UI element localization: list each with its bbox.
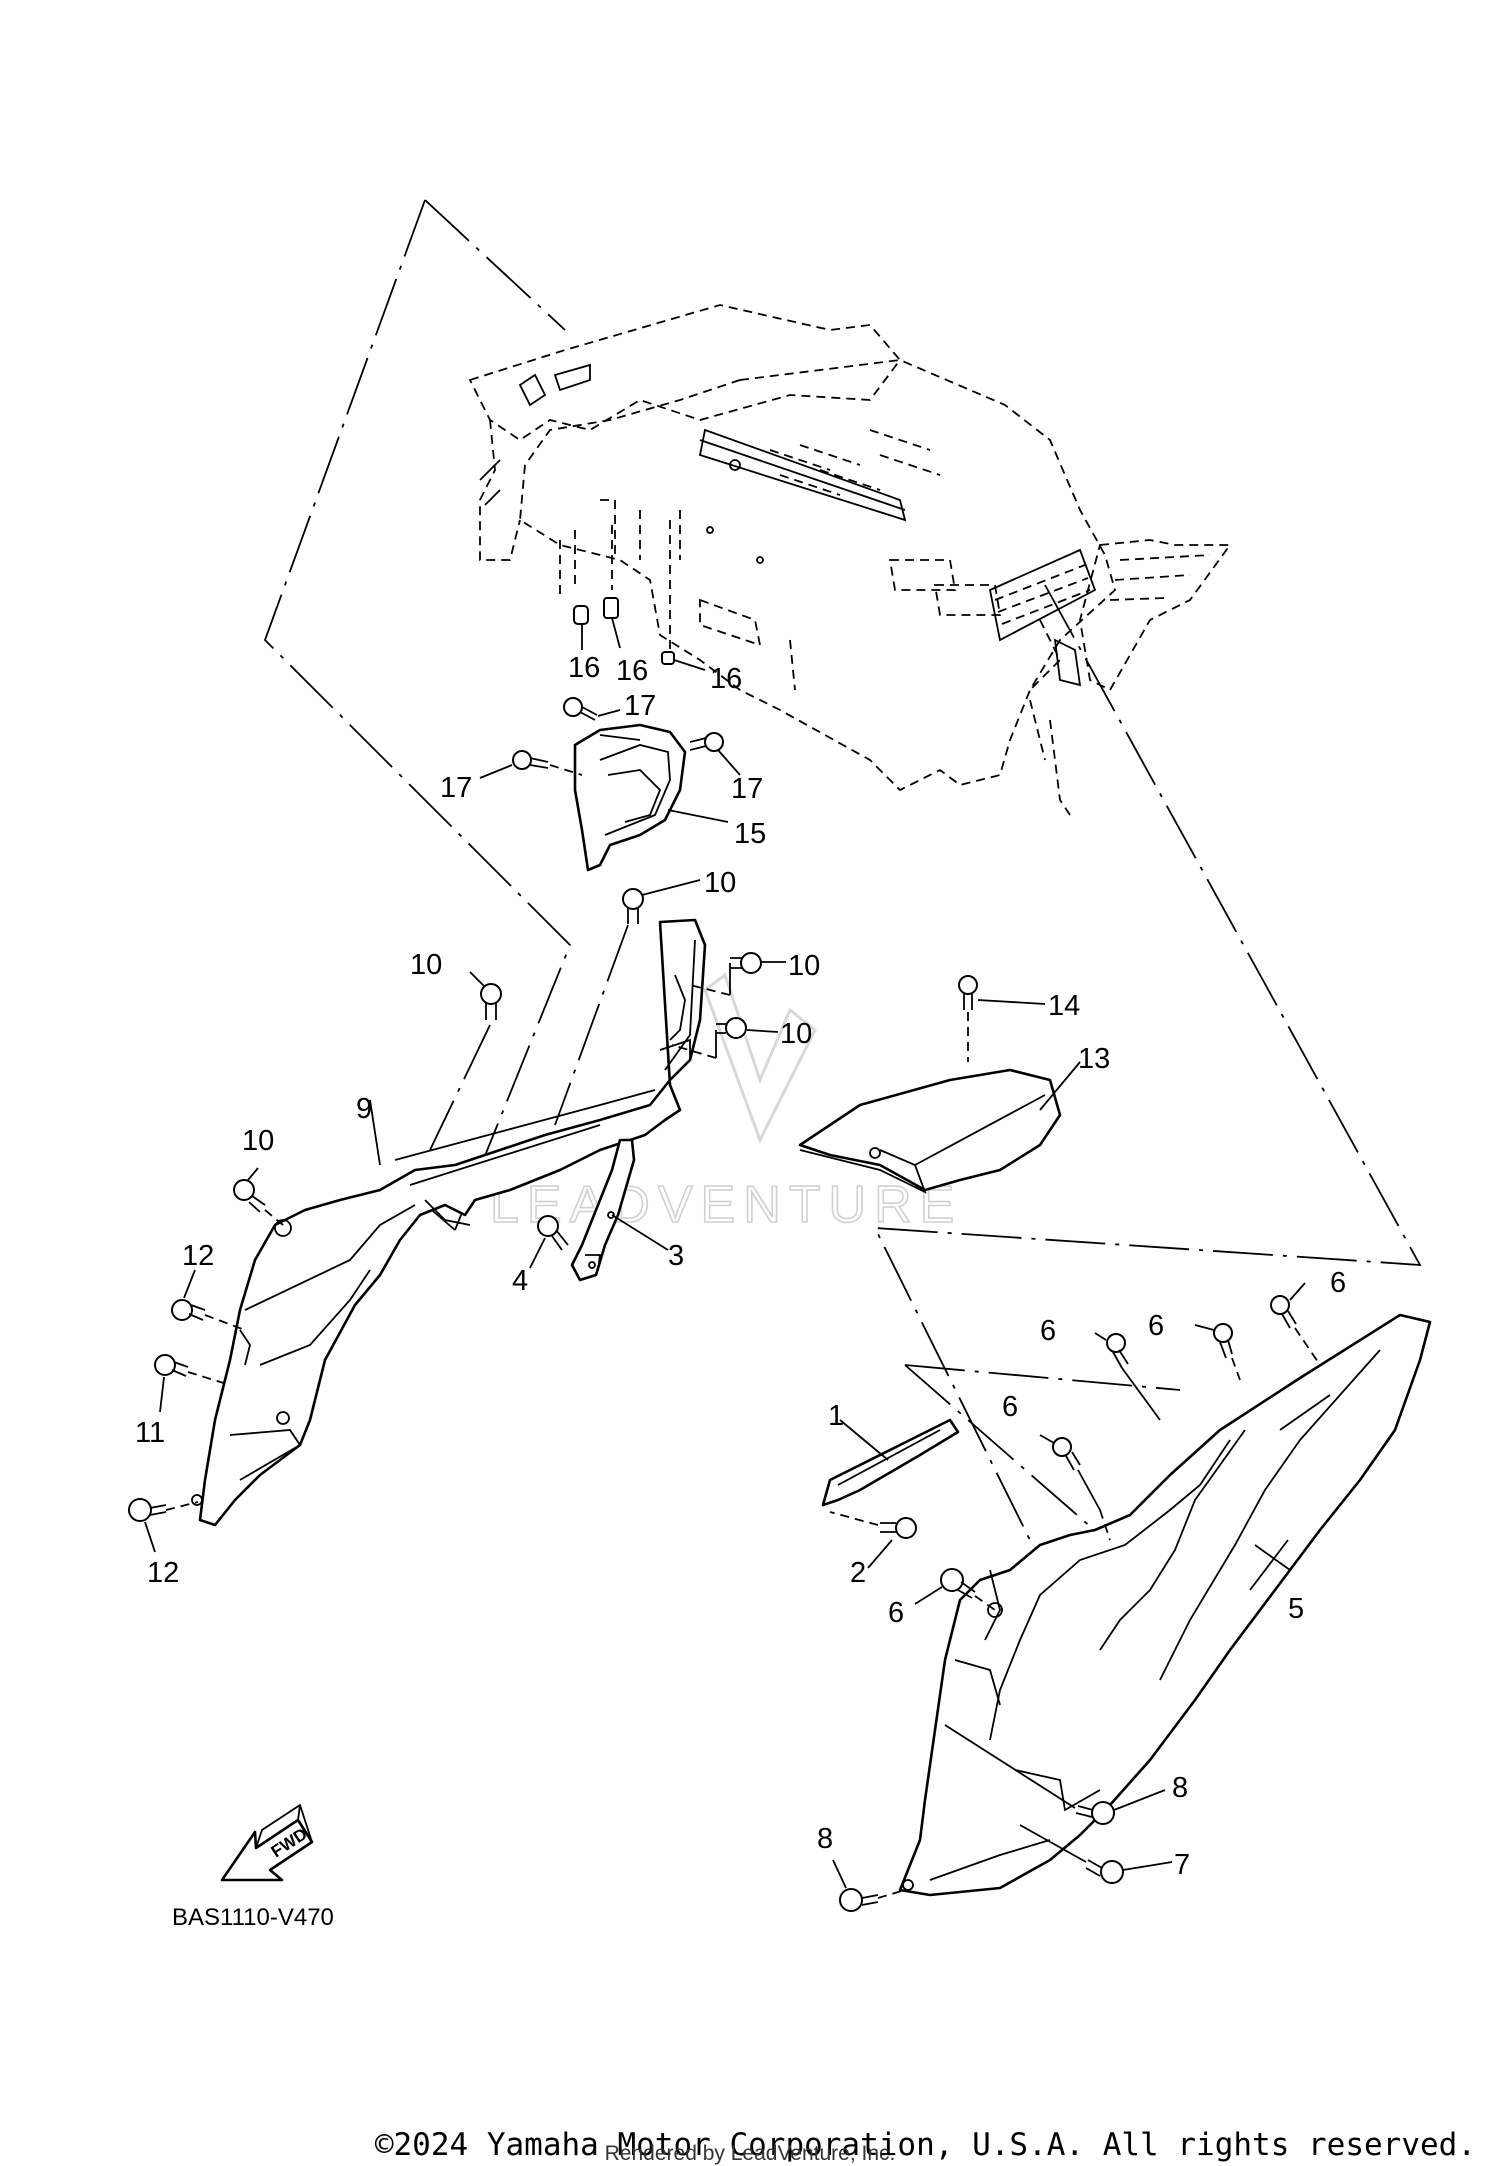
callout-7: 7 [1174,1849,1190,1881]
callout-11: 11 [135,1417,165,1449]
callout-6-d: 6 [1002,1391,1018,1423]
bolt-17-a [563,697,621,721]
callout-16-c: 16 [710,663,742,695]
callout-10-a: 10 [704,867,736,899]
assembly-chain-lines [263,199,1422,1541]
bolt-10-c [689,952,786,996]
bolt-6-c [1270,1282,1321,1366]
bolt-17-b [479,750,583,779]
clip-16-c [661,651,675,665]
bolt-12-a [171,1269,246,1331]
part-13-cover [798,1061,1081,1194]
callout-10-b: 10 [410,949,442,981]
bolt-7-8-group [832,1724,1173,1912]
bolt-14 [958,975,1046,1062]
part-5-side-cover-right [898,1313,1432,1897]
part-1-deflector [821,1418,960,1507]
callout-6-e: 6 [888,1597,904,1629]
bolt-11 [154,1354,231,1413]
callout-6-b: 6 [1148,1310,1164,1342]
callout-10-c: 10 [788,950,820,982]
callout-17-c: 17 [731,773,763,805]
callout-15: 15 [734,818,766,850]
bolt-10-group [233,879,786,1226]
callout-16-b: 16 [616,655,648,687]
bolt-8-a [944,1724,1166,1825]
bolt-6-b [1194,1323,1241,1381]
bolt-7 [1019,1824,1173,1884]
callout-16-a: 16 [568,652,600,684]
svg-text:LEADVENTURE: LEADVENTURE [490,1176,962,1234]
leadventure-watermark: LEADVENTURE [489,972,962,1235]
bolt-6-d [1039,1434,1111,1541]
bolt-4 [529,1215,569,1269]
bolt-6-group [914,1282,1321,1611]
callout-9: 9 [356,1093,372,1125]
clip-16-group [559,520,706,671]
diagram-code: BAS1110-V470 [172,1904,334,1931]
bolt-10-a [554,879,701,1126]
callout-6-c: 6 [1330,1267,1346,1299]
callout-12-b: 12 [147,1557,179,1589]
part-15-shroud [573,723,729,872]
callout-6-a: 6 [1040,1315,1056,1347]
clip-16-a [573,605,589,625]
bolt-2 [829,1511,917,1569]
bolt-8-b [832,1859,906,1912]
bolt-10-b [429,971,502,1151]
bolt-10-e [233,1167,284,1226]
rendered-by-notice: Rendered by LeadVenture, Inc. [604,2142,896,2165]
callout-13: 13 [1078,1043,1110,1075]
fwd-arrow-icon: FWD [220,1803,314,1882]
callout-labels: 1 2 3 4 5 6 6 6 6 6 7 8 8 9 10 10 10 10 … [135,652,1346,1881]
callout-2: 2 [850,1557,866,1589]
bolt-12-b [128,1498,199,1553]
bolt-17-c [689,732,741,776]
callout-8-b: 8 [817,1823,833,1855]
part-3-bracket [570,1138,669,1282]
bolt-11-12-group [128,1269,246,1553]
callout-12-a: 12 [182,1240,214,1272]
callout-10-e: 10 [242,1125,274,1157]
clip-16-b [603,597,619,619]
part-9-side-cover-left [191,918,707,1527]
bolt-6-e [914,1568,996,1611]
callout-14: 14 [1048,990,1080,1022]
bolt-17-group [479,697,741,779]
callout-10-d: 10 [780,1018,812,1050]
bolt-6-a [1094,1332,1161,1421]
callout-1: 1 [828,1400,844,1432]
callout-4: 4 [512,1265,528,1297]
callout-3: 3 [668,1240,684,1272]
callout-5: 5 [1288,1593,1304,1625]
bolt-10-d [671,1017,779,1059]
copyright-notice: ©2024 Yamaha Motor Corporation, U.S.A. A… [374,2127,1476,2163]
callout-8-a: 8 [1172,1772,1188,1804]
callout-17-a: 17 [624,690,656,722]
callout-17-b: 17 [440,772,472,804]
rear-body-assembly [468,304,1232,816]
